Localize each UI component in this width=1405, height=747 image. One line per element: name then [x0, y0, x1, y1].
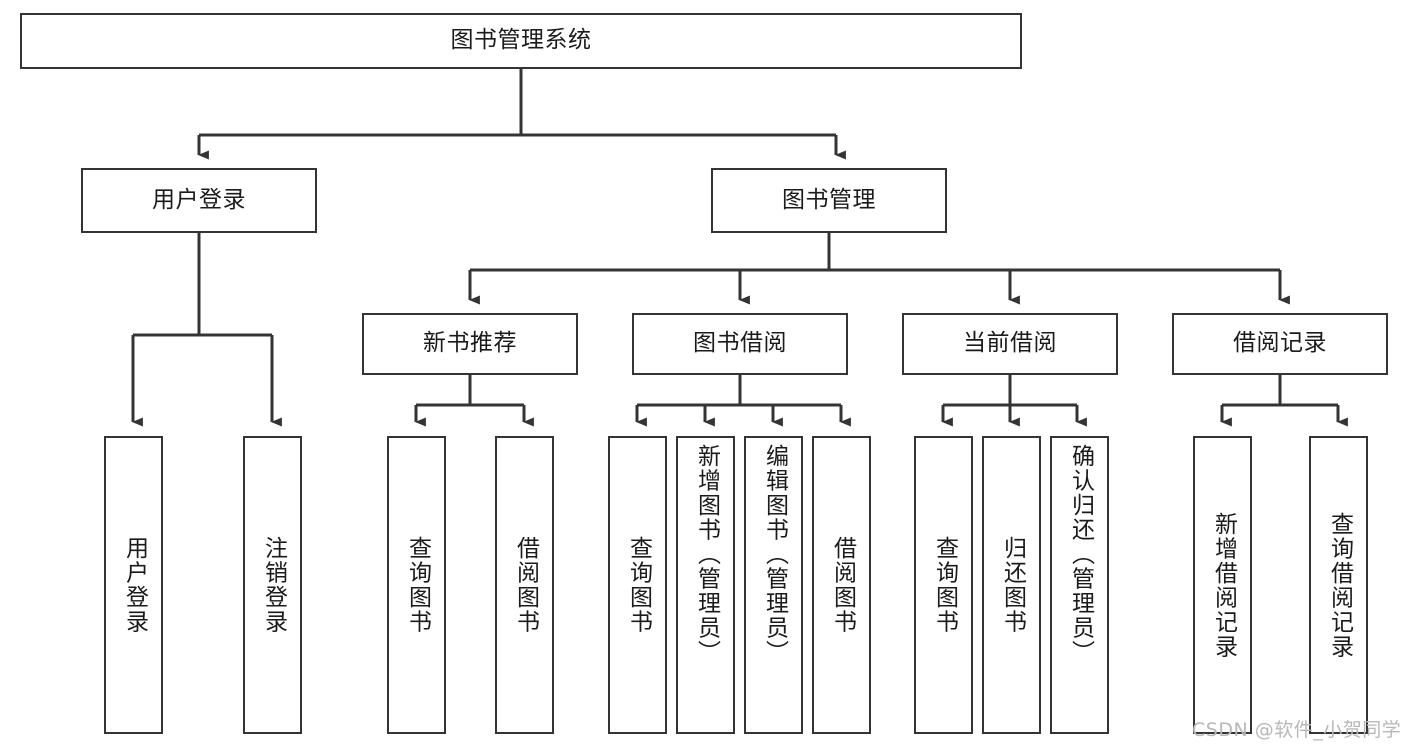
node-label: 查询图书 — [931, 536, 958, 634]
node-label: 查询借阅记录 — [1326, 511, 1353, 659]
node-label: 图书管理系统 — [450, 27, 592, 54]
leaf-confirm-return-admin[interactable]: 确认归还（管理员） — [1050, 436, 1109, 734]
leaf-add-borrow-record[interactable]: 新增借阅记录 — [1193, 436, 1252, 734]
node-label: 借阅图书 — [829, 536, 856, 634]
node-label: 归还图书 — [999, 536, 1026, 634]
node-label: 编辑图书（管理员） — [761, 444, 788, 665]
node-user-login[interactable]: 用户登录 — [81, 168, 317, 233]
node-label: 图书借阅 — [693, 330, 787, 357]
leaf-add-book-admin[interactable]: 新增图书（管理员） — [676, 436, 735, 734]
leaf-borrow-book-a[interactable]: 借阅图书 — [495, 436, 554, 734]
leaf-return-book[interactable]: 归还图书 — [982, 436, 1041, 734]
node-label: 查询图书 — [404, 536, 431, 634]
node-label: 用户登录 — [121, 536, 148, 634]
node-label: 新增图书（管理员） — [693, 444, 720, 665]
node-label: 当前借阅 — [963, 330, 1057, 357]
node-label: 确认归还（管理员） — [1067, 444, 1094, 665]
node-label: 借阅图书 — [512, 536, 539, 634]
leaf-query-book-c[interactable]: 查询图书 — [914, 436, 973, 734]
node-label: 新增借阅记录 — [1210, 511, 1237, 659]
node-label: 图书管理 — [782, 186, 876, 213]
leaf-borrow-book-b[interactable]: 借阅图书 — [812, 436, 871, 734]
leaf-query-borrow-record[interactable]: 查询借阅记录 — [1309, 436, 1368, 734]
node-borrow-records[interactable]: 借阅记录 — [1172, 313, 1388, 375]
csdn-watermark: CSDN @软件_小贺同学 — [1192, 719, 1402, 741]
leaf-logout[interactable]: 注销登录 — [243, 436, 302, 734]
node-label: 新书推荐 — [423, 330, 517, 357]
node-book-borrowing[interactable]: 图书借阅 — [632, 313, 848, 375]
node-book-management-system[interactable]: 图书管理系统 — [20, 13, 1022, 69]
node-current-borrowing[interactable]: 当前借阅 — [902, 313, 1118, 375]
leaf-edit-book-admin[interactable]: 编辑图书（管理员） — [744, 436, 803, 734]
leaf-user-login[interactable]: 用户登录 — [104, 436, 163, 734]
node-label: 注销登录 — [260, 536, 287, 634]
node-new-book-recommendation[interactable]: 新书推荐 — [362, 313, 578, 375]
node-book-management[interactable]: 图书管理 — [711, 168, 947, 233]
leaf-query-book-b[interactable]: 查询图书 — [608, 436, 667, 734]
node-label: 借阅记录 — [1233, 330, 1327, 357]
node-label: 用户登录 — [152, 186, 246, 213]
leaf-query-book-a[interactable]: 查询图书 — [387, 436, 446, 734]
node-label: 查询图书 — [625, 536, 652, 634]
